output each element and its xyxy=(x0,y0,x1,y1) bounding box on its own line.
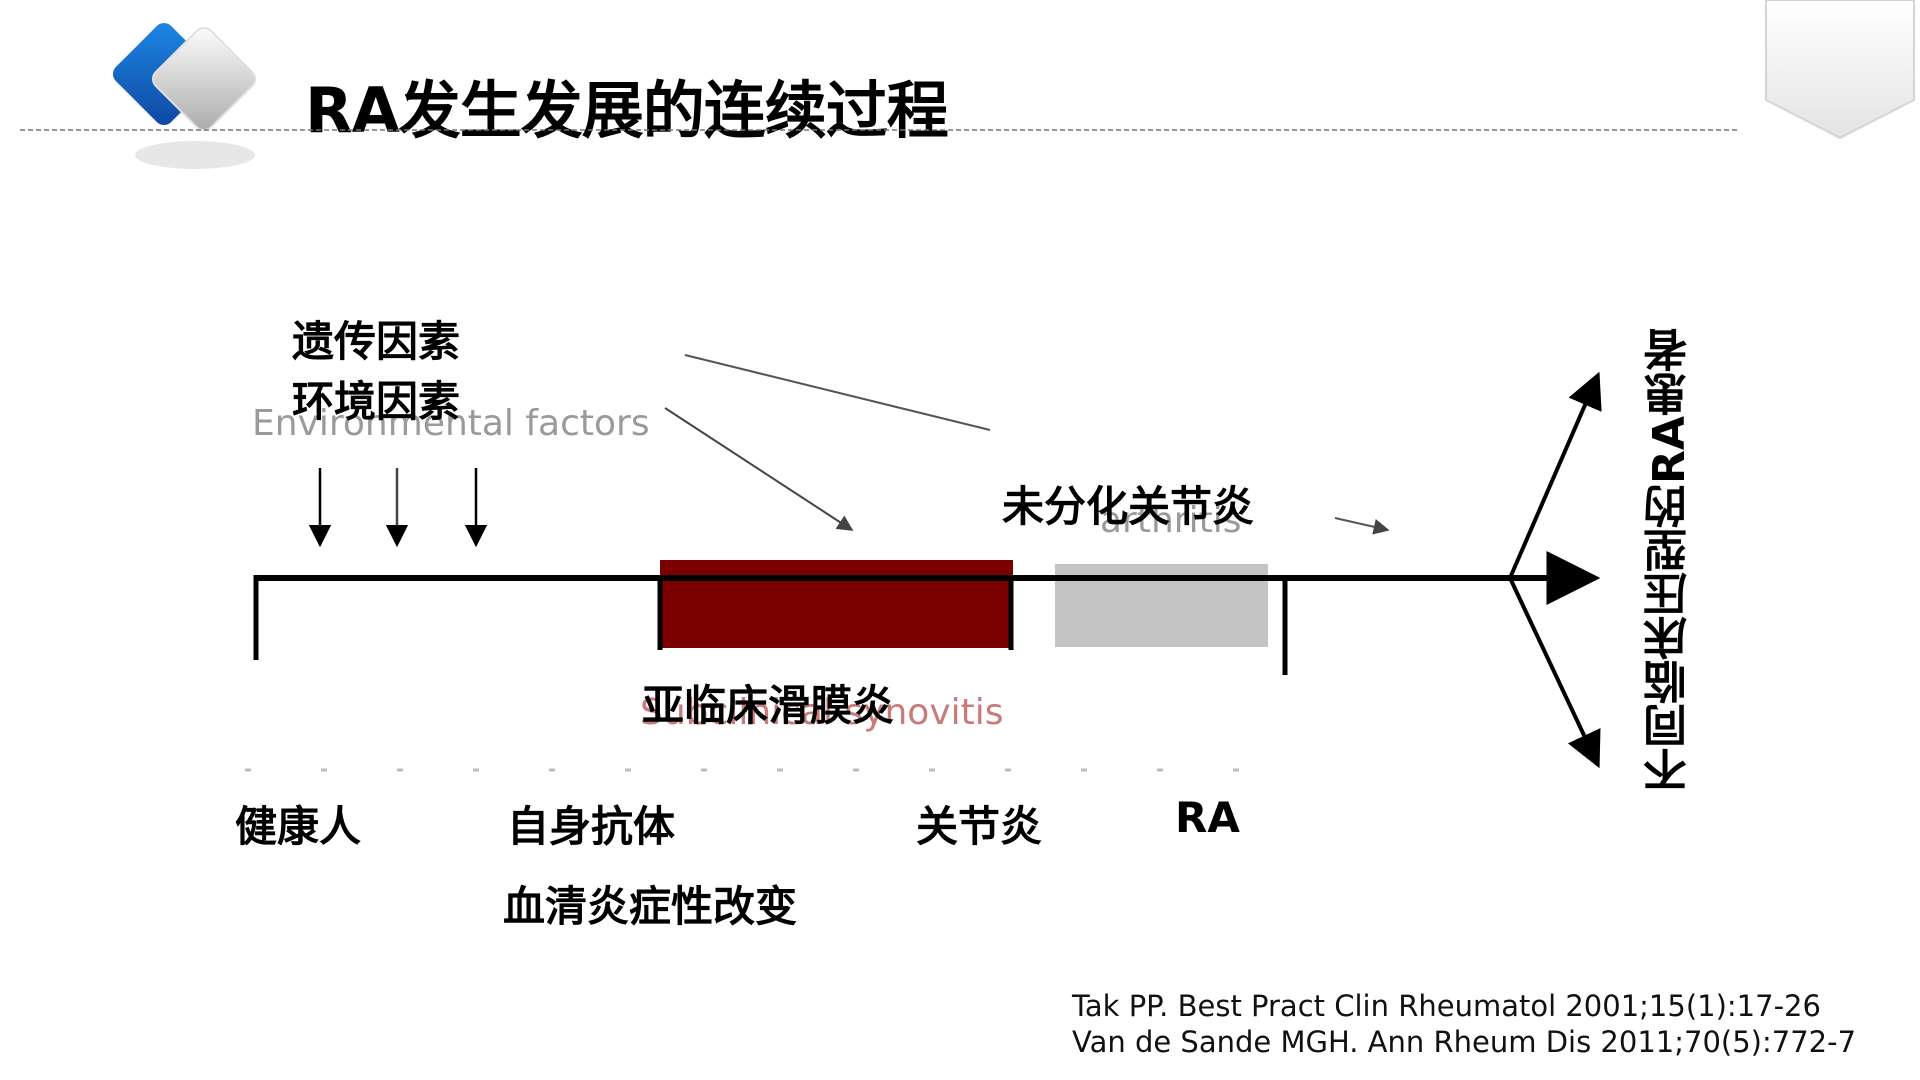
branch-arrow-down xyxy=(1508,577,1601,769)
reference-1: Tak PP. Best Pract Clin Rheumatol 2001;1… xyxy=(1072,989,1821,1023)
undifferentiated-en-label: arthritis xyxy=(1100,500,1242,541)
environmental-factors-en-label: Environmental factors xyxy=(252,403,650,444)
stage-arthritis-label: 关节炎 xyxy=(916,802,1043,851)
outcome-label: 不同临床压型的RA患者 xyxy=(1644,328,1695,792)
genetic-factors-label: 遗传因素 xyxy=(292,317,461,366)
reference-2: Van de Sande MGH. Ann Rheum Dis 2011;70(… xyxy=(1072,1025,1857,1059)
stage-autoantibody-label: 自身抗体 xyxy=(507,802,676,851)
subclinical-en-label: Subclinical synovitis xyxy=(640,692,1004,733)
undifferentiated-arthritis-label: 未分化关节炎 xyxy=(1002,482,1255,531)
diagonal-line-upper xyxy=(684,354,991,431)
subclinical-synovitis-label: 亚临床滑膜炎 xyxy=(642,681,895,730)
diagonal-arrow-lower xyxy=(664,407,854,531)
stage-ra-label: RA xyxy=(1175,793,1240,842)
subclinical-synovitis-box xyxy=(660,560,1013,648)
stage-serum-change-label: 血清炎症性改变 xyxy=(503,882,798,931)
title-divider xyxy=(20,129,1740,131)
branch-arrow-up xyxy=(1508,371,1602,579)
stage-healthy-label: 健康人 xyxy=(235,802,362,851)
small-arrow-right xyxy=(1334,517,1390,535)
logo-graphic xyxy=(112,22,257,169)
slide-title: RA发生发展的连续过程 xyxy=(305,74,949,147)
environmental-factors-label: 环境因素 xyxy=(292,377,461,426)
corner-decoration xyxy=(1765,0,1915,140)
